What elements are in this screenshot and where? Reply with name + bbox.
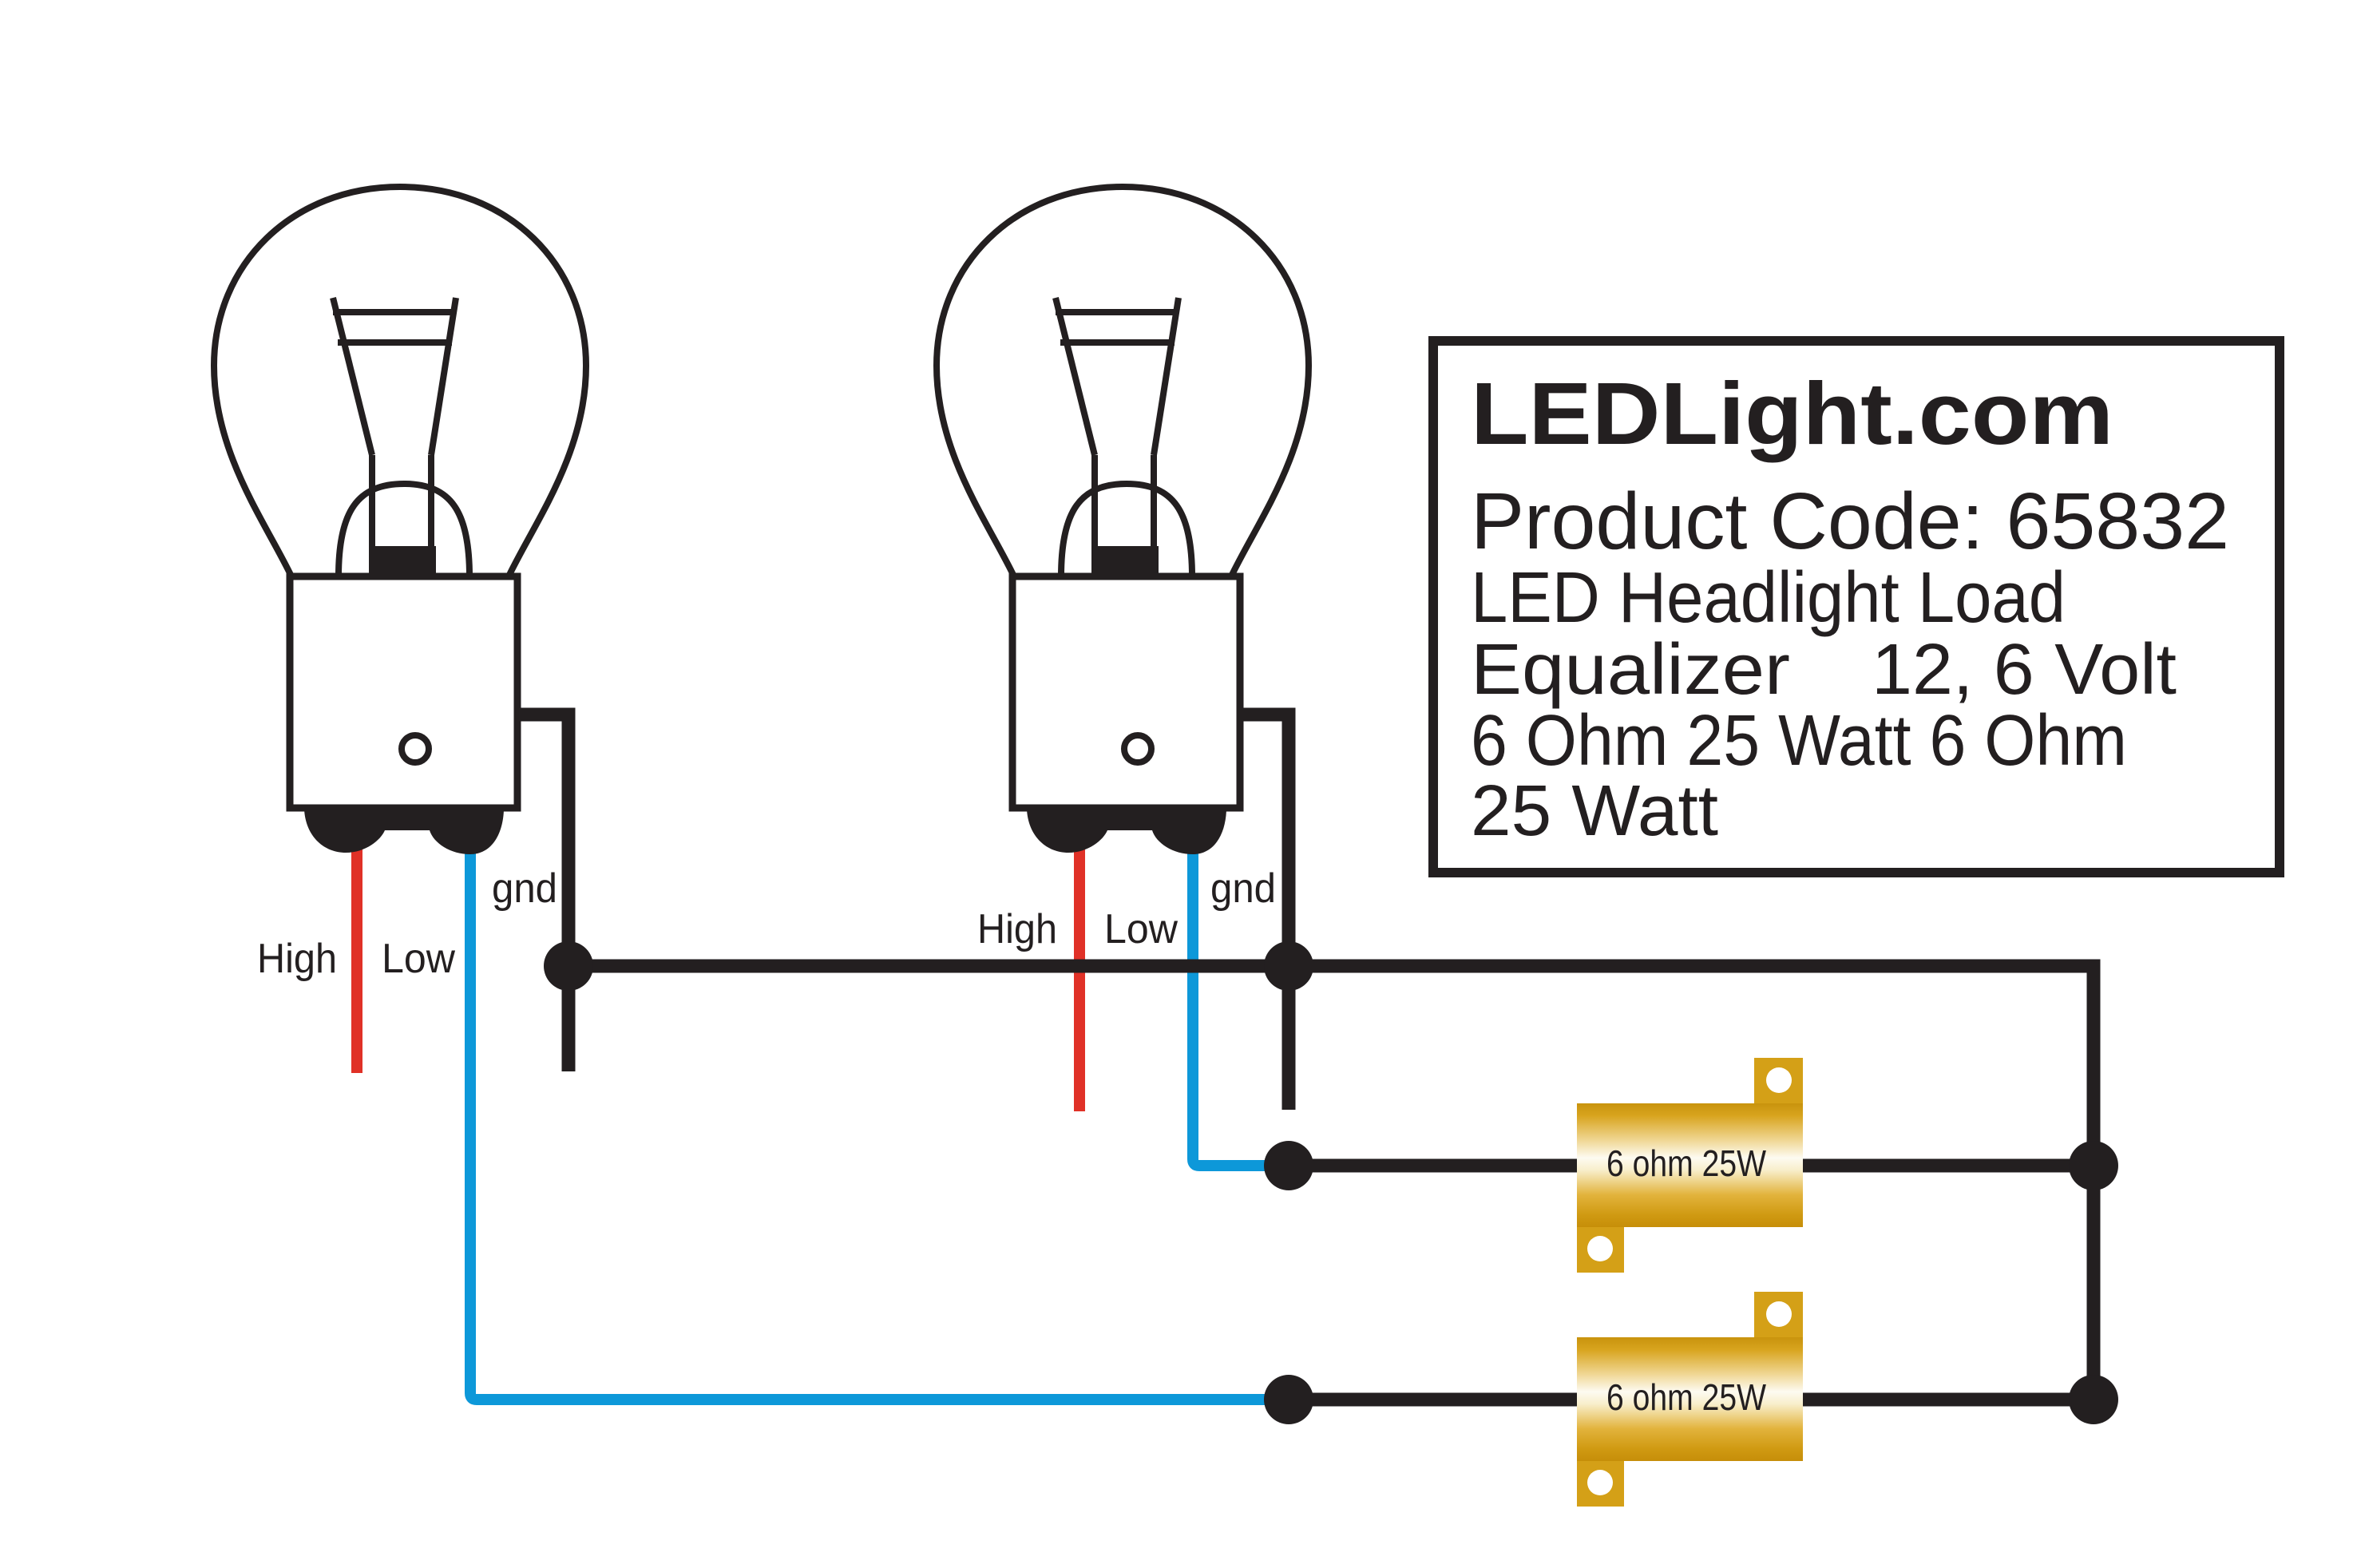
junction-dot-bus-bulb-2 xyxy=(1264,941,1313,991)
junction-dots xyxy=(544,941,2118,1424)
ground-wire-bulb-2 xyxy=(1240,707,1296,1110)
bulb-2-high-label: High xyxy=(977,906,1057,952)
bulb-2-base xyxy=(1008,572,1244,812)
bulb-1-stem-arch xyxy=(335,480,473,577)
bulb-1-high-label: High xyxy=(257,936,337,982)
description-line-3: 6 Ohm 25 Watt 6 Ohm xyxy=(1471,701,2127,781)
junction-dot-row-1-right xyxy=(2069,1141,2118,1190)
ground-bus-wire xyxy=(568,959,2101,1400)
description-line-4: 25 Watt xyxy=(1471,771,1718,851)
resistor-1-label: 6 ohm 25W xyxy=(1606,1142,1766,1184)
bulb-2-low-label: Low xyxy=(1104,906,1178,952)
info-box: LEDLight.com Product Code: 65832 LED Hea… xyxy=(1428,336,2284,877)
bulb-2 xyxy=(933,183,1313,854)
resistor-1: 6 ohm 25W xyxy=(1577,1058,1803,1273)
bulb-1-base xyxy=(286,572,521,812)
resistor-2-label: 6 ohm 25W xyxy=(1606,1376,1766,1418)
bulb-1-base-contacts xyxy=(304,810,504,854)
description-line-1: LED Headlight Load xyxy=(1471,558,2066,638)
bulb-1-gnd-label: gnd xyxy=(492,865,557,912)
bulb-2-filament-left-lead xyxy=(1052,297,1098,456)
junction-dot-row-1-left xyxy=(1264,1141,1313,1190)
bulb-1-glass xyxy=(210,183,590,578)
product-code-line: Product Code: 65832 xyxy=(1471,477,2229,566)
resistor-1-body xyxy=(1577,1103,1803,1227)
description-line-2-left: Equalizer xyxy=(1471,630,1790,710)
bulb-2-stem-arch xyxy=(1058,480,1195,577)
bulb-1-base-pin-hole xyxy=(398,732,432,766)
info-box-border xyxy=(1428,336,2284,877)
junction-dot-row-2-left xyxy=(1264,1375,1313,1424)
bulb-1-filament-right-lead xyxy=(428,297,459,456)
bulb-1 xyxy=(210,183,590,854)
bulb-2-gnd-label: gnd xyxy=(1210,865,1276,912)
bulb-1-filament-left-lead xyxy=(330,297,375,456)
resistor-1-bottom-tab-hole xyxy=(1587,1236,1613,1261)
bulb-2-base-contacts xyxy=(1027,810,1226,854)
junction-dot-row-2-right xyxy=(2069,1375,2118,1424)
wire-labels: High Low gnd High Low gnd xyxy=(257,865,1276,982)
low-wire-bulb-2 xyxy=(1187,822,1270,1171)
bulb-2-base-pin-hole xyxy=(1121,732,1155,766)
bulb-2-glass xyxy=(933,183,1313,578)
resistor-2-bottom-tab-hole xyxy=(1587,1470,1613,1495)
resistor-1-top-tab-hole xyxy=(1766,1067,1792,1093)
resistor-2-body xyxy=(1577,1337,1803,1461)
description-line-2-right: 12, 6 Volt xyxy=(1872,630,2177,710)
bulb-1-low-label: Low xyxy=(382,936,455,982)
junction-dot-bus-bulb-1 xyxy=(544,941,593,991)
bulb-2-filament-right-lead xyxy=(1151,297,1182,456)
brand-title: LEDLight.com xyxy=(1471,365,2113,463)
resistor-2-top-tab-hole xyxy=(1766,1301,1792,1327)
low-wire-bulb-1 xyxy=(465,822,1270,1405)
resistor-2: 6 ohm 25W xyxy=(1577,1292,1803,1507)
